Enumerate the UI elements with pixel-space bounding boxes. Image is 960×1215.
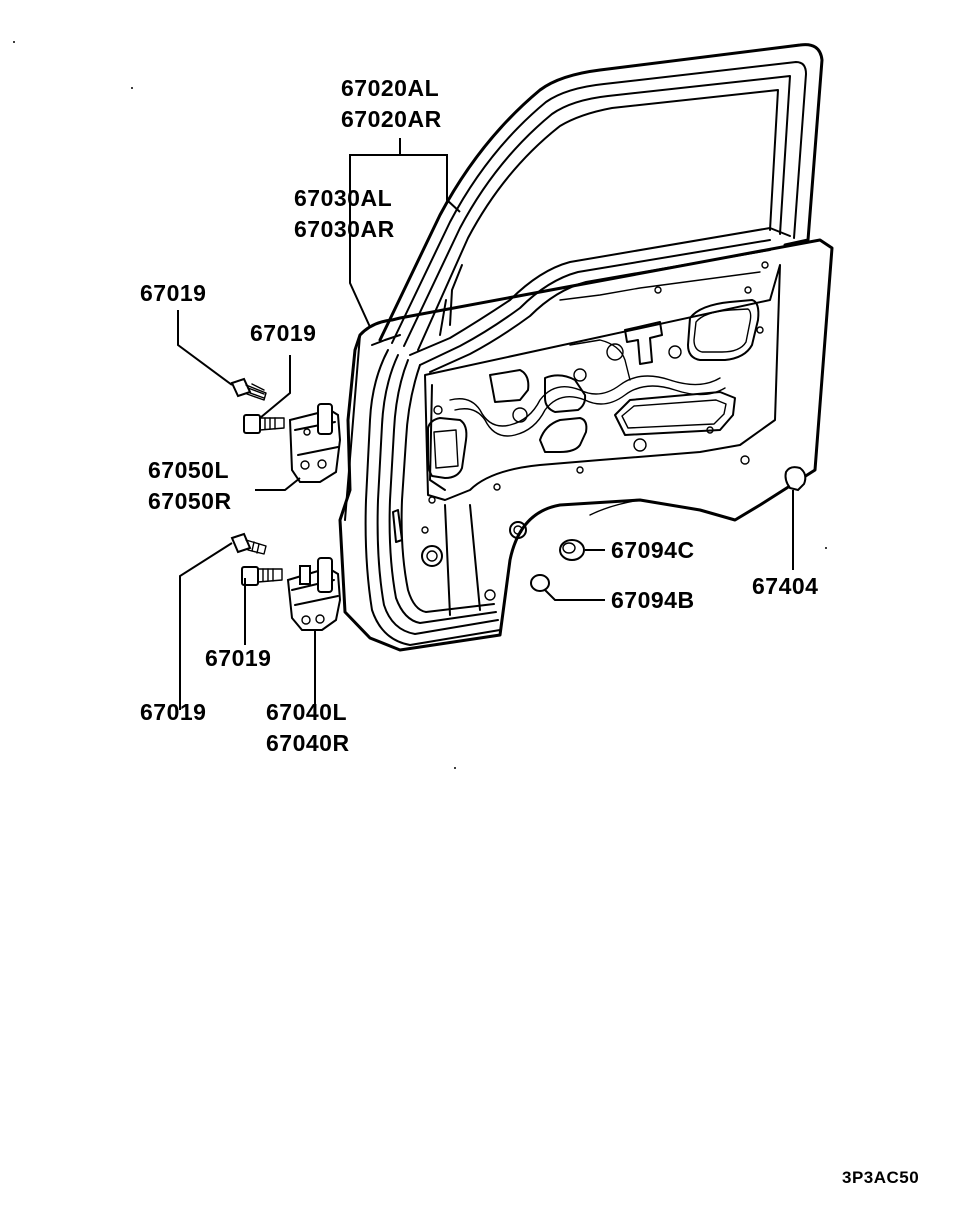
label-67094c: 67094C (611, 537, 695, 563)
bolt-lower-2 (241, 566, 283, 586)
label-67019-upper-b: 67019 (250, 320, 317, 346)
window-frame (378, 43, 824, 351)
belt-line (409, 227, 791, 373)
bumper-67404 (784, 466, 807, 492)
door-seal (364, 349, 501, 646)
label-67020al: 67020AL (341, 75, 440, 101)
drawing-code: 3P3AC50 (842, 1168, 920, 1187)
lower-hinge (286, 557, 342, 631)
label-67020ar: 67020AR (341, 106, 442, 132)
plug-67094c (559, 539, 585, 561)
label-67030al: 67030AL (294, 185, 393, 211)
label-67019-upper-a: 67019 (140, 280, 207, 306)
label-67050r: 67050R (148, 488, 232, 514)
label-67040l: 67040L (266, 699, 348, 725)
label-67040r: 67040R (266, 730, 350, 756)
inner-panel (424, 261, 781, 504)
bolt-lower-1 (230, 532, 267, 555)
plug-67094b (530, 574, 550, 592)
upper-hinge (288, 403, 342, 483)
lower-panel (392, 499, 641, 616)
label-67019-lower-a: 67019 (140, 699, 207, 725)
label-67404: 67404 (752, 573, 819, 599)
leader-lines (177, 138, 794, 710)
scan-specks (13, 41, 827, 769)
label-67050l: 67050L (148, 457, 230, 483)
bolt-upper-1 (230, 377, 267, 401)
label-67094b: 67094B (611, 587, 695, 613)
bolt-upper-2 (243, 414, 285, 434)
label-67019-lower-b: 67019 (205, 645, 272, 671)
label-67030ar: 67030AR (294, 216, 395, 242)
